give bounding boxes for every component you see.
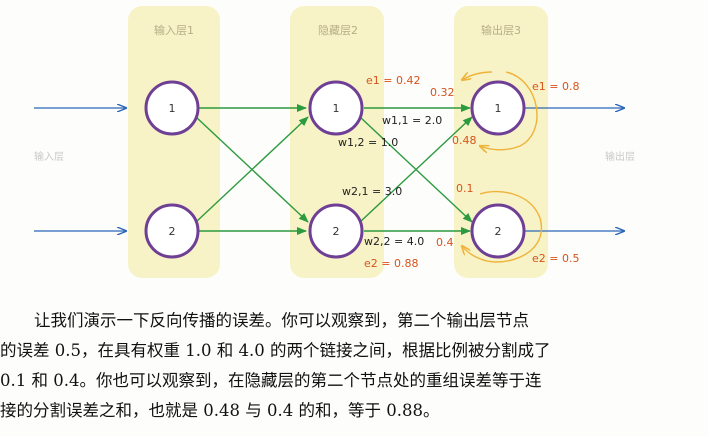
node-hidden-1: 1 [308, 80, 364, 136]
error-arrow-o2-back [462, 246, 497, 263]
connection-h2-o1 [359, 116, 473, 223]
weight-w12: w1,2 = 1.0 [338, 136, 398, 149]
node-output-1: 1 [470, 80, 526, 136]
hidden-error-e1: e1 = 0.42 [366, 74, 420, 87]
svg-text:1: 1 [333, 102, 340, 115]
split-error-0-32: 0.32 [430, 86, 455, 99]
output-error-e2: e2 = 0.5 [532, 252, 579, 265]
weight-w11: w1,1 = 2.0 [382, 114, 442, 127]
connection-i2-h1 [195, 116, 309, 223]
node-input-1: 1 [144, 80, 200, 136]
hidden-layer-band [290, 6, 384, 278]
svg-text:1: 1 [495, 102, 502, 115]
weight-w21: w2,1 = 3.0 [342, 185, 402, 198]
paragraph-line-1: 让我们演示一下反向传播的误差。你可以观察到，第二个输出层节点 [34, 311, 529, 330]
output-error-e1: e1 = 0.8 [532, 80, 579, 93]
node-input-2: 2 [144, 203, 200, 259]
hidden-error-e2: e2 = 0.88 [364, 257, 418, 270]
explanation-paragraph: 让我们演示一下反向传播的误差。你可以观察到，第二个输出层节点 的误差 0.5，在… [0, 306, 708, 426]
error-loop-o2 [479, 190, 543, 263]
split-error-0-4: 0.4 [436, 236, 454, 249]
svg-text:1: 1 [169, 102, 176, 115]
split-error-0-48: 0.48 [452, 134, 477, 147]
svg-text:2: 2 [333, 225, 340, 238]
hidden-layer-title: 隐藏层2 [318, 24, 358, 37]
error-arrow-o1-back [462, 71, 493, 80]
input-side-label: 输入层 [34, 150, 64, 163]
weight-w22: w2,2 = 4.0 [364, 235, 424, 248]
svg-text:2: 2 [169, 225, 176, 238]
node-hidden-2: 2 [308, 203, 364, 259]
error-loop-o1 [480, 71, 538, 150]
paragraph-line-3: 0.1 和 0.4。你也可以观察到，在隐藏层的第二个节点处的重组误差等于连 [0, 371, 542, 390]
input-layer-title: 输入层1 [154, 23, 194, 37]
paragraph-line-4: 接的分割误差之和，也就是 0.48 与 0.4 的和，等于 0.88。 [0, 401, 440, 420]
node-output-2: 2 [470, 203, 526, 259]
input-layer-band [128, 6, 220, 278]
svg-text:2: 2 [495, 225, 502, 238]
paragraph-line-2: 的误差 0.5，在具有权重 1.0 和 4.0 的两个链接之间，根据比例被分割成… [0, 341, 551, 360]
output-side-label: 输出层 [605, 150, 635, 163]
output-layer-title: 输出层3 [481, 23, 521, 37]
split-error-0-1: 0.1 [456, 182, 474, 195]
network-diagram: 输入层1 隐藏层2 输出层3 输入层 输出层 1 2 1 2 1 [34, 6, 635, 278]
